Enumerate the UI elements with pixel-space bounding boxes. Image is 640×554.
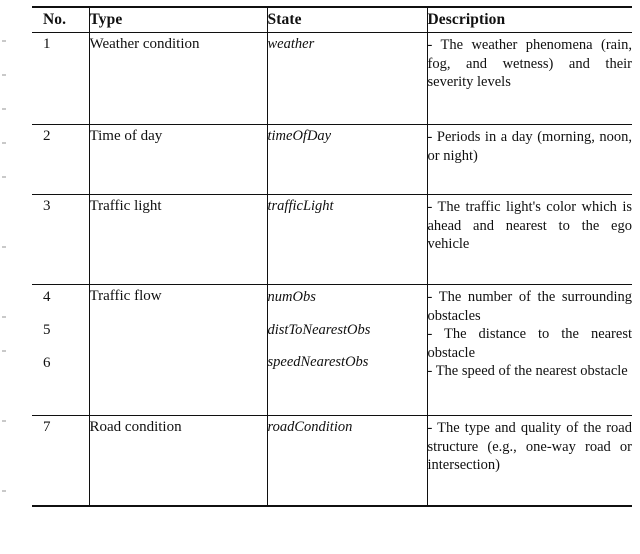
row-state-stack: numObs distToNearestObs speedNearestObs <box>266 284 427 416</box>
row-number-stack: 4 5 6 <box>32 284 89 416</box>
row-type: Weather condition <box>88 32 267 125</box>
row-state: distToNearestObs <box>267 321 371 338</box>
row-state: timeOfDay <box>266 124 427 195</box>
row-description: - Periods in a day (morning, noon, or ni… <box>426 124 632 195</box>
row-type: Traffic flow <box>88 284 267 416</box>
row-state: trafficLight <box>266 194 427 285</box>
row-state: numObs <box>267 289 316 305</box>
row-number: 5 <box>43 322 51 339</box>
row-number: 4 <box>43 289 51 305</box>
row-description: - The traffic light's color which is ahe… <box>426 194 632 285</box>
table-row: 2 Time of day timeOfDay - Periods in a d… <box>32 124 632 195</box>
column-header-state: State <box>266 6 427 33</box>
column-header-no: No. <box>32 6 89 33</box>
row-type: Traffic light <box>88 194 267 285</box>
row-description-stack: - The number of the surrounding obstacle… <box>426 284 633 416</box>
scenario-state-table: No. Type State Description 1 Weather con… <box>32 6 632 507</box>
row-number: 2 <box>32 124 89 195</box>
row-number: 3 <box>32 194 89 285</box>
row-type: Time of day <box>88 124 267 195</box>
row-type: Road condition <box>88 415 267 507</box>
table-row-group-traffic-flow: 4 5 6 Traffic flow numObs distToNearestO… <box>32 284 633 416</box>
table-row: 7 Road condition roadCondition - The typ… <box>32 415 632 507</box>
row-number: 7 <box>32 415 89 507</box>
table-header-row: No. Type State Description <box>32 6 632 33</box>
row-description: - The weather phenomena (rain, fog, and … <box>426 32 632 125</box>
row-state: weather <box>266 32 427 125</box>
column-header-description: Description <box>426 6 632 33</box>
row-number: 1 <box>32 32 89 125</box>
table-body: 1 Weather condition weather - The weathe… <box>32 32 633 507</box>
row-description: - The type and quality of the road struc… <box>426 415 632 507</box>
table-header: No. Type State Description <box>32 6 632 33</box>
row-state: roadCondition <box>266 415 427 507</box>
row-state: speedNearestObs <box>267 354 369 371</box>
table-row: 3 Traffic light trafficLight - The traff… <box>32 194 632 285</box>
table-row: 1 Weather condition weather - The weathe… <box>32 32 632 125</box>
row-description: - The speed of the nearest obstacle <box>427 363 628 380</box>
row-description: - The distance to the nearest obstacle <box>427 326 633 361</box>
row-description: - The number of the surrounding obstacle… <box>427 289 633 324</box>
scenario-state-table-container: No. Type State Description 1 Weather con… <box>32 6 632 507</box>
column-header-type: Type <box>88 6 267 33</box>
row-number: 6 <box>43 355 51 372</box>
